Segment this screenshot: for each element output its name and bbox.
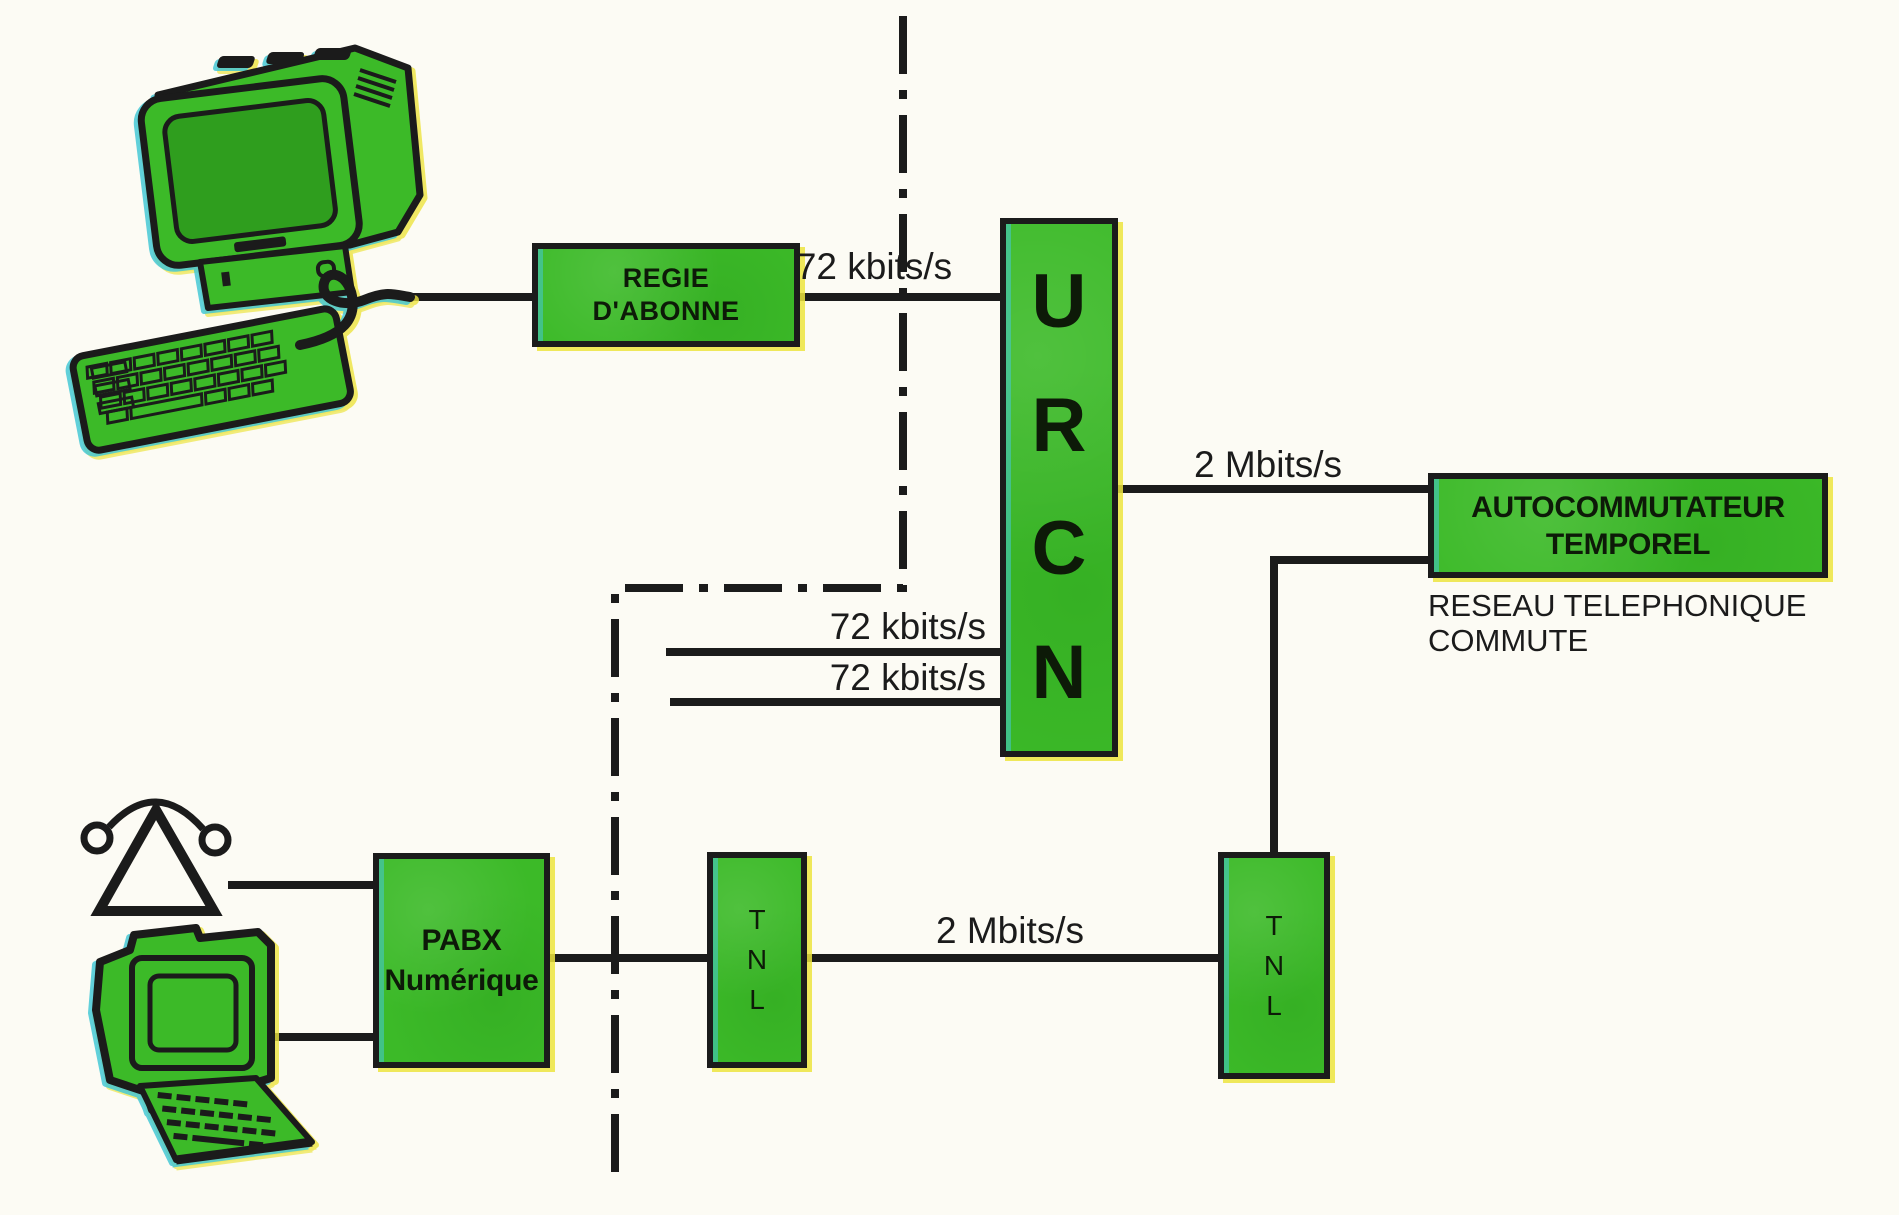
- box-tnl-left: T N L: [707, 852, 807, 1068]
- box-label: Numérique: [384, 963, 539, 997]
- box-letter: N: [1031, 630, 1087, 716]
- portable-terminal-icon: [92, 924, 315, 1165]
- annotation-reseau-telephonique: RESEAU TELEPHONIQUE COMMUTE: [1428, 588, 1888, 658]
- box-letter: L: [749, 984, 765, 1015]
- link-autocommutateur-to-tnl: [1270, 556, 1428, 852]
- box-letter: T: [1265, 909, 1283, 941]
- box-letter: C: [1031, 506, 1087, 592]
- box-regie-dabonne: REGIE D'ABONNE: [532, 243, 800, 347]
- box-letter: L: [1266, 989, 1282, 1021]
- annotation-line: RESEAU TELEPHONIQUE: [1428, 588, 1807, 623]
- box-urcn: U R C N: [1000, 218, 1118, 757]
- box-label: AUTOCOMMUTATEUR: [1471, 490, 1785, 524]
- box-autocommutateur-temporel: AUTOCOMMUTATEUR TEMPOREL: [1428, 473, 1828, 578]
- boundary-dashdot-line: [611, 16, 907, 1186]
- box-letter: U: [1031, 258, 1087, 344]
- box-letter: T: [748, 904, 766, 935]
- rate-label-72kbits-1: 72 kbits/s: [795, 246, 953, 287]
- rate-label-72kbits-2: 72 kbits/s: [829, 606, 986, 647]
- box-label: D'ABONNE: [592, 296, 740, 326]
- box-tnl-right: T N L: [1218, 852, 1330, 1079]
- desktop-terminal-icon: [69, 44, 424, 454]
- box-letter: N: [746, 944, 768, 975]
- box-pabx-numerique: PABX Numérique: [373, 853, 550, 1068]
- box-letter: R: [1031, 382, 1087, 468]
- box-label: TEMPOREL: [1545, 527, 1711, 561]
- box-letter: N: [1263, 949, 1285, 981]
- rate-label-72kbits-3: 72 kbits/s: [829, 657, 986, 698]
- box-label: REGIE: [622, 263, 710, 293]
- antenna-icon: [80, 798, 232, 916]
- annotation-line: COMMUTE: [1428, 623, 1589, 658]
- box-label: PABX: [421, 923, 502, 957]
- rate-label-2mbits-bottom: 2 Mbits/s: [935, 910, 1085, 951]
- rate-label-2mbits-top: 2 Mbits/s: [1193, 444, 1343, 485]
